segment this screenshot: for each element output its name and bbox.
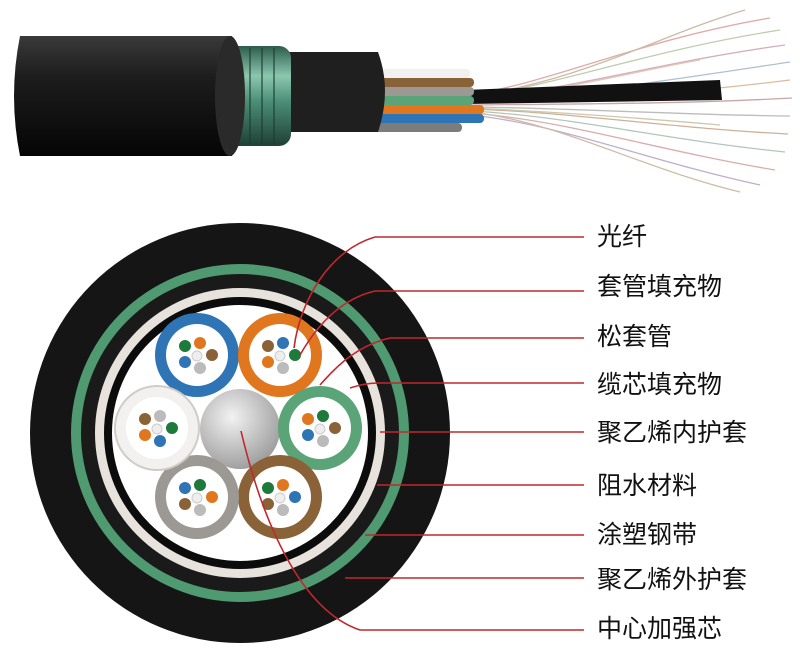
label-coated-steel-tape: 涂塑钢带 — [597, 520, 698, 549]
leader-tube-filler — [299, 290, 584, 356]
leader-center-member — [240, 430, 584, 631]
inner-sheath-side — [280, 52, 385, 132]
leader-optical-fiber — [293, 236, 584, 349]
loose-tube-gray — [155, 455, 239, 539]
jacket-end — [215, 36, 245, 156]
label-loose-tube: 松套管 — [597, 322, 673, 351]
loose-tube-orange — [238, 313, 322, 397]
label-optical-fiber: 光纤 — [597, 222, 648, 251]
loose-tube-green — [278, 386, 362, 470]
central-rod — [465, 80, 722, 104]
leader-lines — [240, 236, 584, 631]
loose-tube-brown — [238, 455, 322, 539]
label-pe-inner-sheath: 聚乙烯内护套 — [597, 418, 748, 447]
label-tube-filler: 套管填充物 — [597, 272, 723, 301]
loose-tube-blue — [155, 313, 239, 397]
central-strength-member — [200, 389, 280, 469]
loose-tubes-side — [372, 69, 484, 132]
leader-loose-tube — [319, 337, 584, 386]
loose-tube-white — [114, 385, 200, 471]
cable-side-view — [14, 9, 793, 193]
outer-jacket-side — [14, 36, 240, 156]
label-water-blocking: 阻水材料 — [597, 471, 698, 500]
label-core-filler: 缆芯填充物 — [597, 370, 723, 399]
leader-core-filler — [349, 382, 584, 389]
cable-cross-section — [30, 223, 450, 643]
label-pe-outer-sheath: 聚乙烯外护套 — [597, 565, 748, 594]
label-central-strength-member: 中心加强芯 — [597, 614, 723, 643]
